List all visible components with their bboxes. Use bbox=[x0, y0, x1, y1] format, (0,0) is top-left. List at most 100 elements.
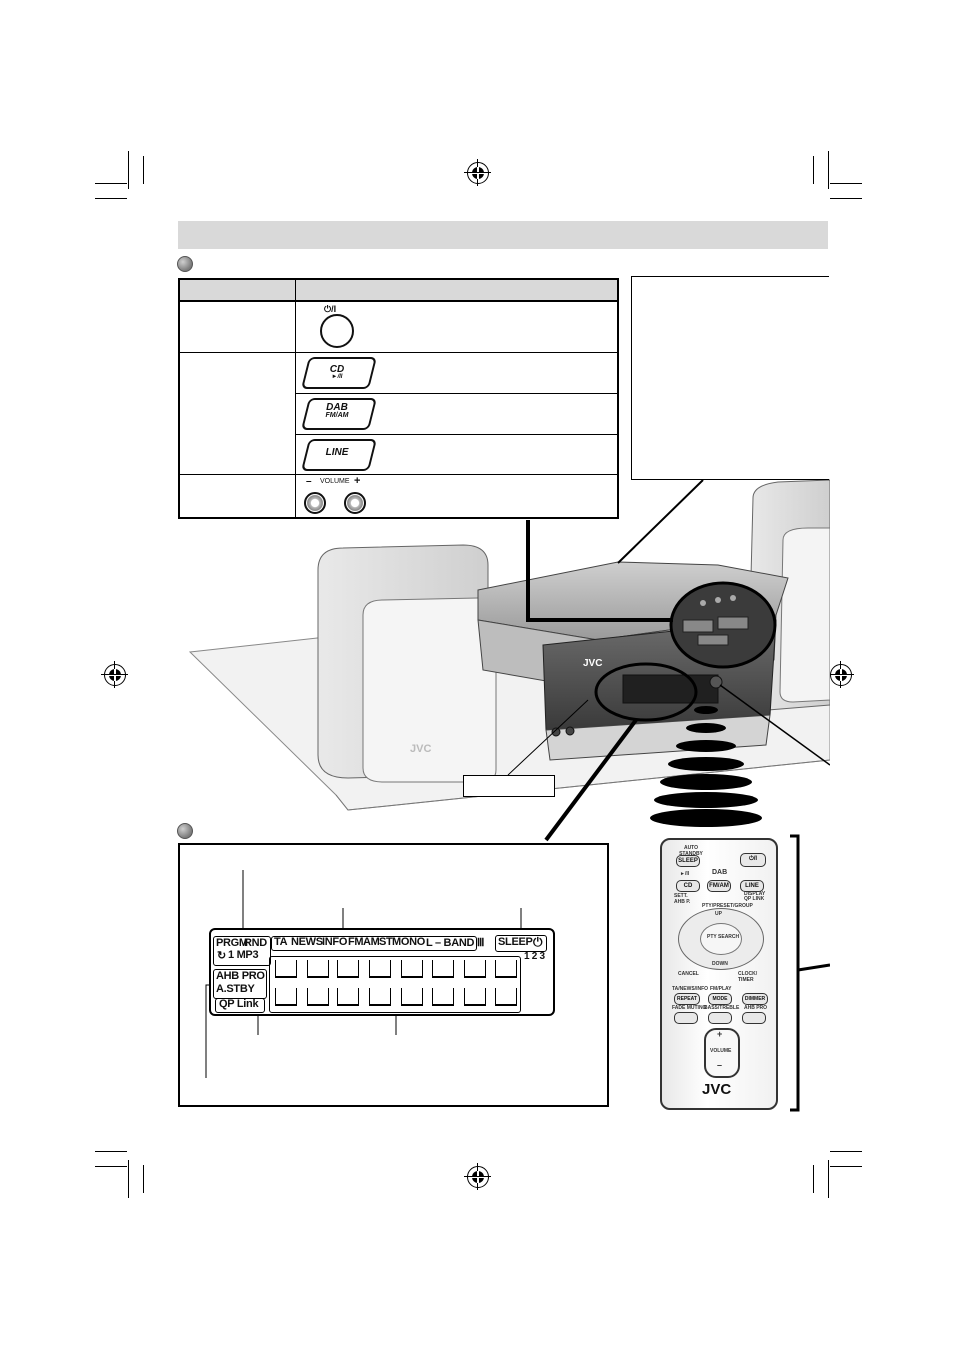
ahb-pro-button[interactable] bbox=[742, 1012, 766, 1024]
remote-fmam-button[interactable]: FM/AM bbox=[707, 880, 731, 892]
prgm-indicator: PRGM bbox=[216, 937, 248, 949]
crop-mark bbox=[143, 1165, 144, 1193]
crop-mark bbox=[830, 1166, 862, 1167]
segment-character: Ñ bbox=[369, 988, 391, 1006]
crop-mark bbox=[828, 151, 829, 189]
table-row-divider bbox=[295, 434, 617, 435]
table-divider bbox=[295, 280, 296, 517]
registration-mark-icon bbox=[464, 159, 491, 186]
clock-timer-label: CLOCK/ TIMER bbox=[738, 971, 758, 983]
section-title-bar bbox=[178, 221, 828, 249]
registration-mark-icon bbox=[827, 661, 854, 688]
remote-control: AUTO STANDBY SLEEP ⏻/I ►/II DAB CD FM/AM… bbox=[660, 838, 778, 1110]
crop-mark bbox=[95, 183, 127, 184]
crop-mark bbox=[813, 156, 814, 184]
crop-mark bbox=[95, 1166, 127, 1167]
display-label: DISPLAY bbox=[744, 891, 766, 897]
news-indicator: NEWS bbox=[291, 936, 323, 948]
rnd-indicator: RND bbox=[244, 937, 267, 949]
segment-character: Ñ bbox=[275, 960, 297, 978]
segment-character: Ñ bbox=[432, 960, 454, 978]
segment-character: Ñ bbox=[275, 988, 297, 1006]
registration-mark-icon bbox=[464, 1163, 491, 1190]
fm-indicator: FM bbox=[348, 936, 364, 948]
sett-label: SETT. AHB P. bbox=[674, 893, 691, 905]
cancel-label: CANCEL bbox=[678, 971, 699, 977]
volume-down-button[interactable] bbox=[304, 492, 326, 514]
lband-indicator: L – BAND Ⅲ bbox=[426, 937, 485, 949]
segment-character: Ñ bbox=[307, 960, 329, 978]
power-button[interactable] bbox=[320, 314, 354, 348]
prgm-group bbox=[213, 936, 271, 966]
navigation-center bbox=[700, 923, 742, 955]
segment-characters: ÑÑÑÑÑÑÑÑÑÑÑÑÑÑÑÑ bbox=[211, 930, 557, 1018]
volume-label: VOLUME bbox=[320, 478, 350, 485]
callout-box bbox=[631, 276, 829, 480]
crop-mark bbox=[813, 1165, 814, 1193]
ta-news-info-label: TA/NEWS/INFO bbox=[672, 986, 709, 992]
segment-character: Ñ bbox=[307, 988, 329, 1006]
crop-mark bbox=[830, 183, 862, 184]
volume-label: VOLUME bbox=[710, 1048, 732, 1054]
crop-mark bbox=[95, 1151, 127, 1152]
segment-character: Ñ bbox=[495, 960, 517, 978]
crop-mark bbox=[830, 198, 862, 199]
segment-character: Ñ bbox=[495, 988, 517, 1006]
unit-brand: JVC bbox=[583, 658, 602, 669]
cd-key-label: CD bbox=[329, 364, 345, 375]
volume-up-button[interactable] bbox=[344, 492, 366, 514]
segment-character: Ñ bbox=[401, 960, 423, 978]
crop-mark bbox=[95, 198, 127, 199]
navigation-pad bbox=[678, 908, 764, 970]
remote-line-button[interactable]: LINE bbox=[740, 880, 764, 892]
dimmer-button[interactable]: DIMMER bbox=[742, 993, 768, 1005]
dab-label: DAB bbox=[712, 869, 728, 876]
up-button[interactable]: UP bbox=[715, 911, 722, 917]
display-window-panel bbox=[178, 843, 609, 1107]
segment-character: Ñ bbox=[337, 960, 359, 978]
bass-treble-button[interactable] bbox=[708, 1012, 732, 1024]
remote-power-button[interactable]: ⏻/I bbox=[740, 853, 766, 867]
registration-mark-icon bbox=[101, 661, 128, 688]
bass-treble-label: BASS/TREBLE bbox=[704, 1005, 740, 1011]
qplink-group bbox=[215, 998, 265, 1013]
sleep-button[interactable]: SLEEP bbox=[676, 855, 700, 867]
segment-character: Ñ bbox=[464, 988, 486, 1006]
qplink-label: QP LINK bbox=[744, 896, 765, 902]
ahb-indicator: AHB PRO bbox=[216, 970, 265, 982]
play-pause-label: ►/II bbox=[680, 871, 690, 877]
dab-key-label: DAB bbox=[326, 402, 348, 413]
crop-mark bbox=[143, 156, 144, 184]
segment-character: Ñ bbox=[337, 988, 359, 1006]
timer-numbers: 1 2 3 bbox=[524, 951, 545, 962]
line-key-label: LINE bbox=[325, 447, 349, 458]
display-window: PRGM RND ↻ 1 MP3 TA NEWS INFO FM AM ST M… bbox=[209, 928, 555, 1016]
down-button[interactable]: DOWN bbox=[712, 961, 728, 967]
mode-button[interactable]: MODE bbox=[708, 993, 732, 1005]
section-bullet-icon bbox=[177, 823, 193, 839]
fade-muting-label: FADE MUTING bbox=[672, 1005, 707, 1011]
remote-volume-button[interactable] bbox=[704, 1028, 740, 1078]
volume-plus: + bbox=[717, 1029, 723, 1039]
section-bullet-icon bbox=[177, 256, 193, 272]
volume-minus: – bbox=[717, 1060, 723, 1070]
pty-search-button[interactable]: PTY SEARCH bbox=[707, 934, 740, 940]
volume-plus-label: + bbox=[354, 475, 361, 487]
system-illustration: JVC JVC bbox=[188, 479, 830, 1112]
remote-cd-button[interactable]: CD bbox=[676, 880, 700, 892]
repeat-button[interactable]: REPEAT bbox=[674, 993, 700, 1005]
rds-group bbox=[271, 936, 477, 951]
table-row-divider bbox=[180, 352, 617, 353]
timer-icon: ⏻ bbox=[533, 935, 543, 949]
info-indicator: INFO bbox=[322, 936, 348, 948]
crop-mark bbox=[828, 1160, 829, 1198]
remote-brand: JVC bbox=[702, 1081, 732, 1098]
cd-key-sublabel: ►/II bbox=[331, 374, 343, 380]
table-header bbox=[180, 280, 617, 302]
fade-muting-button[interactable] bbox=[674, 1012, 698, 1024]
mono-indicator: MONO bbox=[392, 936, 426, 948]
control-panel-table: ⏻/I CD ►/II DAB FM/AM LINE – VOLUME + bbox=[178, 278, 619, 519]
pty-label: PTY/PRESET/GROUP bbox=[702, 903, 753, 909]
fmplay-label: FM/PLAY bbox=[710, 986, 732, 992]
table-row-divider bbox=[180, 474, 617, 475]
